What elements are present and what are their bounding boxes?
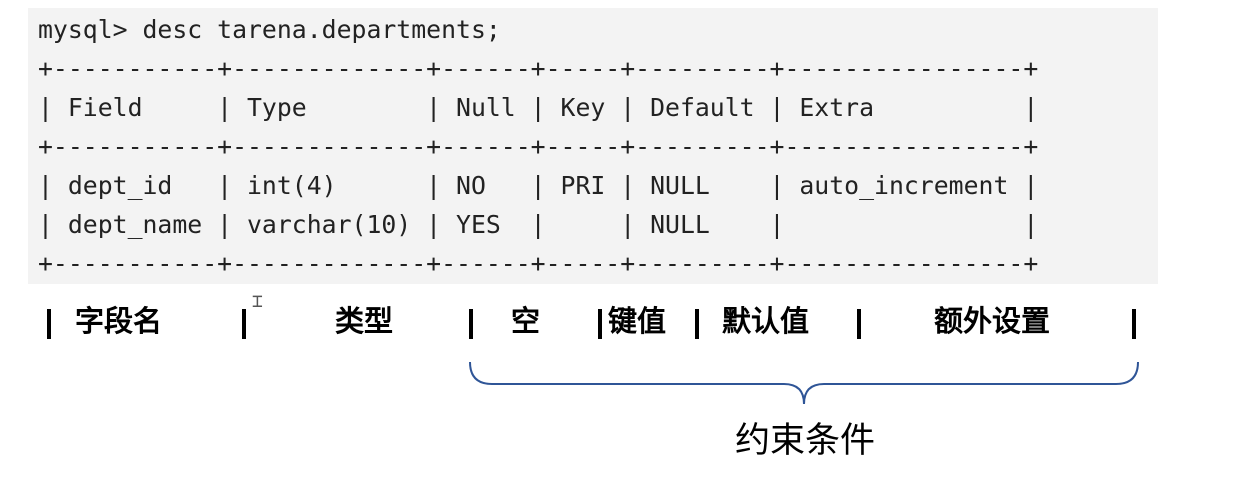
label-default: 默认值 (722, 304, 810, 338)
separator-bar (47, 309, 51, 339)
table-header-row: | Field | Type | Null | Key | Default | … (38, 93, 1039, 122)
separator-bar (469, 309, 473, 339)
constraint-brace (469, 361, 1139, 405)
constraint-caption: 约束条件 (735, 421, 876, 461)
table-row-dept-id: | dept_id | int(4) | NO | PRI | NULL | a… (38, 171, 1039, 200)
separator-bar (242, 309, 246, 339)
separator-bar (695, 309, 699, 339)
table-border-top: +-----------+-------------+------+-----+… (38, 54, 1039, 83)
mysql-prompt-command: mysql> desc tarena.departments; (38, 15, 501, 44)
table-border-mid: +-----------+-------------+------+-----+… (38, 132, 1039, 161)
label-null: 空 (511, 304, 541, 338)
column-translation-labels: 字段名 类型 空 键值 默认值 额外设置 (0, 302, 1247, 346)
label-type: 类型 (335, 304, 394, 338)
label-extra: 额外设置 (934, 304, 1051, 338)
terminal-output (28, 8, 1158, 284)
label-field: 字段名 (75, 304, 163, 338)
separator-bar (1132, 309, 1136, 339)
text-cursor-icon: ⌶ (252, 291, 263, 312)
table-border-bottom: +-----------+-------------+------+-----+… (38, 249, 1039, 278)
separator-bar (598, 309, 602, 339)
label-key: 键值 (608, 304, 667, 338)
table-row-dept-name: | dept_name | varchar(10) | YES | | NULL… (38, 210, 1039, 239)
separator-bar (857, 309, 861, 339)
